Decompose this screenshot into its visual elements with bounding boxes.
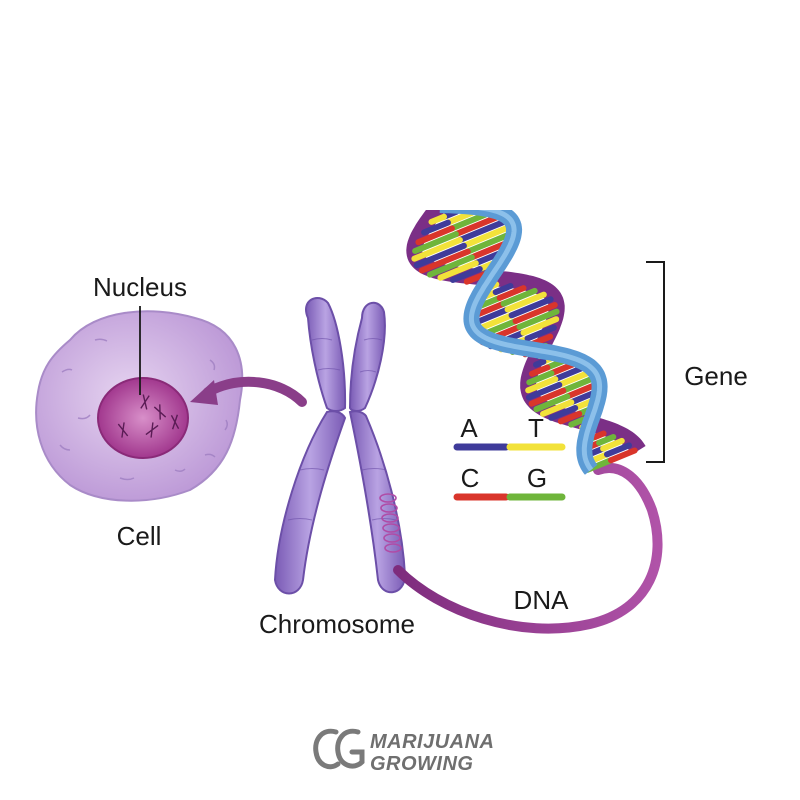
nucleus [97,377,189,459]
cell-label: Cell [117,521,162,551]
logo-line-2: GROWING [370,753,474,775]
helix-base-rung [560,374,598,394]
helix-base-rung [524,324,557,342]
cell-texture [59,338,229,481]
helix-base-rung [516,308,560,330]
chromosome [273,297,407,595]
helix-base-rung [428,213,447,225]
helix-base-rung [557,410,583,425]
helix-base-rung [525,381,563,401]
helix-base-rung [418,248,471,274]
helix-base-rung [533,393,571,413]
helix-base-rung [415,225,455,246]
helix-base-rung [600,437,625,452]
helix-base-rung [548,361,577,377]
logo-line-1: MARIJUANA [370,731,495,753]
base-pair-legend: A T C G [453,413,566,501]
chromosome-to-nucleus-arrow [190,376,307,407]
chromosome-label: Chromosome [259,609,415,639]
helix-base-rung [413,242,467,269]
chromosome-arm-lower-right [348,410,407,594]
marijuana-growing-logo: MARIJUANA GROWING [313,728,495,775]
helix-base-rung [504,291,547,313]
helix-base-rung [608,447,638,464]
helix-base-rung [496,285,527,301]
helix-base-rung [556,369,593,388]
dna-label: DNA [514,585,570,615]
helix-base-rung [512,302,558,325]
helix-base-rung [492,283,514,296]
helix-base-rung [533,358,547,368]
chromosome-dna-coil [379,493,402,553]
helix-base-rung [452,214,500,238]
helix-base-rung [529,364,551,377]
helix-base-rung [448,211,489,232]
helix-base-rung [520,316,560,336]
base-pair-at: A T [453,413,566,451]
cg-logo-mark [313,728,365,770]
cell [35,306,244,502]
helix-base-rung [426,254,475,278]
helix-base-rung [437,260,479,281]
helix-base-rung [449,266,483,283]
nucleus-label: Nucleus [93,272,187,302]
helix-base-rung [500,287,538,307]
helix-base-rung [525,376,559,394]
helix-base-rung [548,405,579,421]
helix-base-rung [411,237,463,262]
helix-backbone-highlight [468,210,603,472]
helix-base-rung [604,442,632,458]
base-pair-cg: C G [453,463,566,501]
chromosome-arm-upper-left [305,297,347,412]
nucleus-chromosomes [117,394,180,438]
helix-base-rung [463,271,487,285]
helix-base-rung [460,223,514,249]
dna-double-helix [406,210,646,475]
helix-base-rung [568,416,587,428]
base-a-letter: A [460,413,478,443]
base-g-letter: G [527,463,547,493]
gene-bracket [646,261,665,463]
helix-base-rung [456,218,509,243]
helix-base-rung [526,370,555,386]
base-c-letter: C [461,463,480,493]
helix-base-rung [528,387,567,407]
helix-base-rung [412,231,459,254]
helix-base-rung [552,364,586,383]
helix-base-rung [508,296,554,319]
chromosome-arm-lower-left [273,410,347,595]
dna-strand [393,463,663,634]
base-t-letter: T [528,413,544,443]
helix-base-rung [596,434,617,446]
gene-label: Gene [684,361,748,391]
helix-base-rung [421,219,451,236]
helix-base-rung [592,430,607,440]
chromosome-arm-upper-right [348,302,386,412]
helix-base-rung [540,399,575,417]
